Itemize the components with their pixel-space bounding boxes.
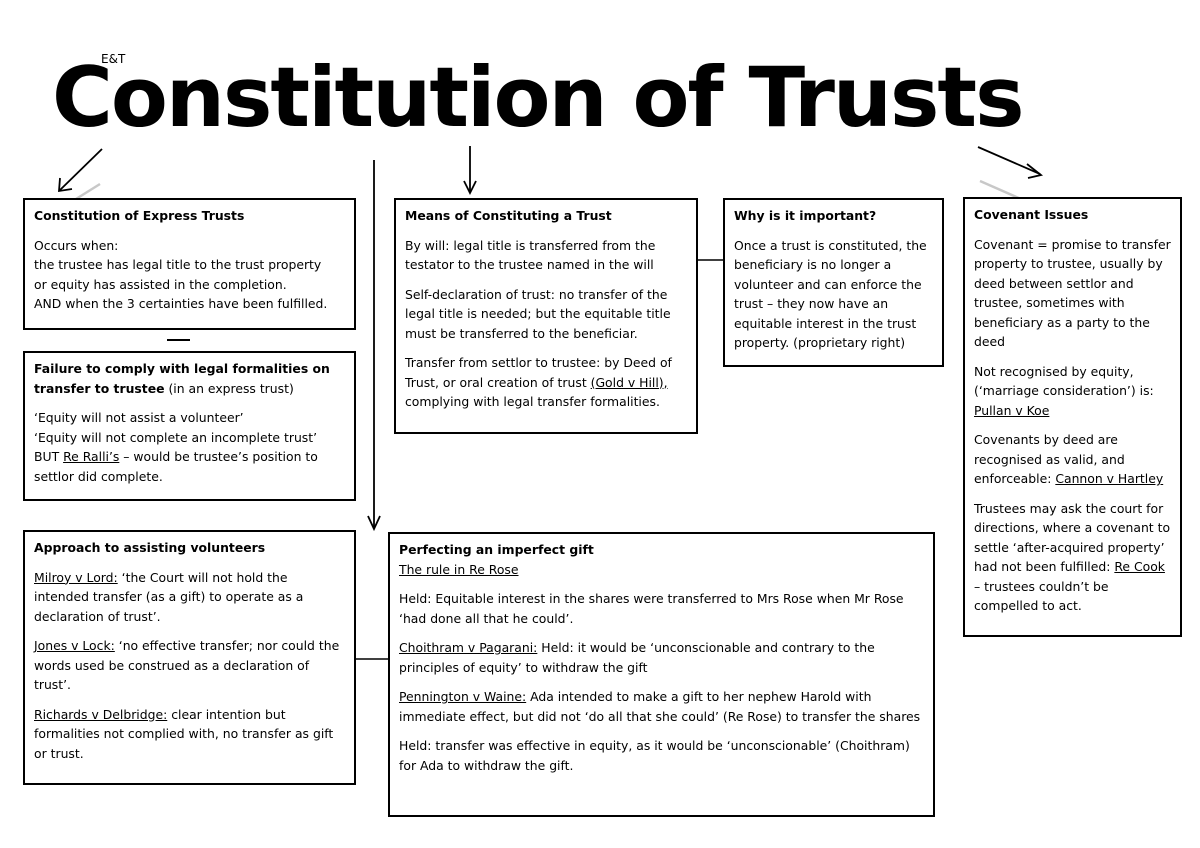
means-paragraph: By will: legal title is transferred from… bbox=[405, 237, 656, 273]
perfecting-box: Perfecting an imperfect gift The rule in… bbox=[388, 532, 935, 817]
case-name: Milroy v Lord: bbox=[34, 569, 118, 585]
approach-item: Richards v Delbridge: clear intention bu… bbox=[34, 706, 334, 761]
arrowhead-covenant bbox=[1026, 163, 1044, 179]
express-line: AND when the 3 certainties have been ful… bbox=[34, 296, 328, 311]
page-title: Constitution of Trusts bbox=[52, 49, 1024, 146]
approach-heading: Approach to assisting volunteers bbox=[34, 540, 266, 555]
express-trusts-heading: Constitution of Express Trusts bbox=[34, 208, 245, 223]
failure-heading: Failure to comply with legal formalities… bbox=[34, 361, 330, 396]
author-tag: E&T bbox=[101, 52, 126, 66]
express-line: Occurs when: bbox=[34, 237, 119, 253]
why-text: Once a trust is constituted, the benefic… bbox=[734, 237, 927, 351]
case-name: Cannon v Hartley bbox=[1055, 471, 1164, 486]
perfecting-paragraph: Pennington v Waine: Ada intended to make… bbox=[399, 689, 921, 724]
case-name: Jones v Lock: bbox=[34, 638, 115, 653]
arrowhead-perfecting bbox=[367, 515, 381, 532]
case-name: (Gold v Hill), bbox=[590, 374, 668, 390]
perfecting-paragraph: Held: transfer was effective in equity, … bbox=[399, 738, 910, 773]
case-name: Choithram v Pagarani: bbox=[399, 640, 538, 655]
perfecting-subheading: The rule in Re Rose bbox=[399, 561, 519, 577]
case-name: Richards v Delbridge: bbox=[34, 706, 168, 722]
approach-item: Jones v Lock: ‘no effective transfer; no… bbox=[34, 638, 340, 692]
express-trusts-box: Constitution of Express Trusts Occurs wh… bbox=[23, 198, 356, 330]
failure-line: ‘Equity will not assist a volunteer’ bbox=[34, 410, 244, 425]
arrow-to-express bbox=[59, 148, 103, 191]
express-line: the trustee has legal title to the trust… bbox=[34, 257, 322, 272]
case-name: Re Ralli’s bbox=[63, 449, 120, 464]
covenant-paragraph: Covenants by deed are recognised as vali… bbox=[974, 432, 1164, 486]
approach-box: Approach to assisting volunteers Milroy … bbox=[23, 530, 356, 785]
approach-item: Milroy v Lord: ‘the Court will not hold … bbox=[34, 569, 304, 624]
means-paragraph: Self-declaration of trust: no transfer o… bbox=[405, 286, 671, 341]
covenant-heading: Covenant Issues bbox=[974, 207, 1089, 222]
means-paragraph: Transfer from settlor to trustee: by Dee… bbox=[405, 355, 672, 409]
means-heading: Means of Constituting a Trust bbox=[405, 208, 612, 223]
case-name: Pennington v Waine: bbox=[399, 689, 527, 704]
case-name: Re Cook bbox=[1114, 559, 1165, 574]
covenant-box: Covenant Issues Covenant = promise to tr… bbox=[963, 197, 1182, 637]
failure-line: ‘Equity will not complete an incomplete … bbox=[34, 429, 318, 445]
case-name: Pullan v Koe bbox=[974, 402, 1050, 418]
failure-box: Failure to comply with legal formalities… bbox=[23, 351, 356, 501]
covenant-paragraph: Not recognised by equity, (‘marriage con… bbox=[974, 363, 1154, 418]
perfecting-paragraph: Held: Equitable interest in the shares w… bbox=[399, 591, 904, 626]
why-box: Why is it important? Once a trust is con… bbox=[723, 198, 944, 367]
arrowhead-express bbox=[58, 177, 73, 193]
failure-line: BUT Re Ralli’s – would be trustee’s posi… bbox=[34, 449, 318, 484]
arrow-to-covenant bbox=[977, 146, 1041, 175]
perfecting-heading: Perfecting an imperfect gift bbox=[399, 542, 594, 557]
perfecting-paragraph: Choithram v Pagarani: Held: it would be … bbox=[399, 640, 875, 675]
arrowhead-means bbox=[463, 180, 477, 196]
covenant-paragraph: Covenant = promise to transfer property … bbox=[974, 236, 1171, 350]
means-box: Means of Constituting a Trust By will: l… bbox=[394, 198, 698, 434]
why-heading: Why is it important? bbox=[734, 208, 877, 223]
express-line: or equity has assisted in the completion… bbox=[34, 276, 287, 292]
covenant-paragraph: Trustees may ask the court for direction… bbox=[974, 500, 1171, 614]
